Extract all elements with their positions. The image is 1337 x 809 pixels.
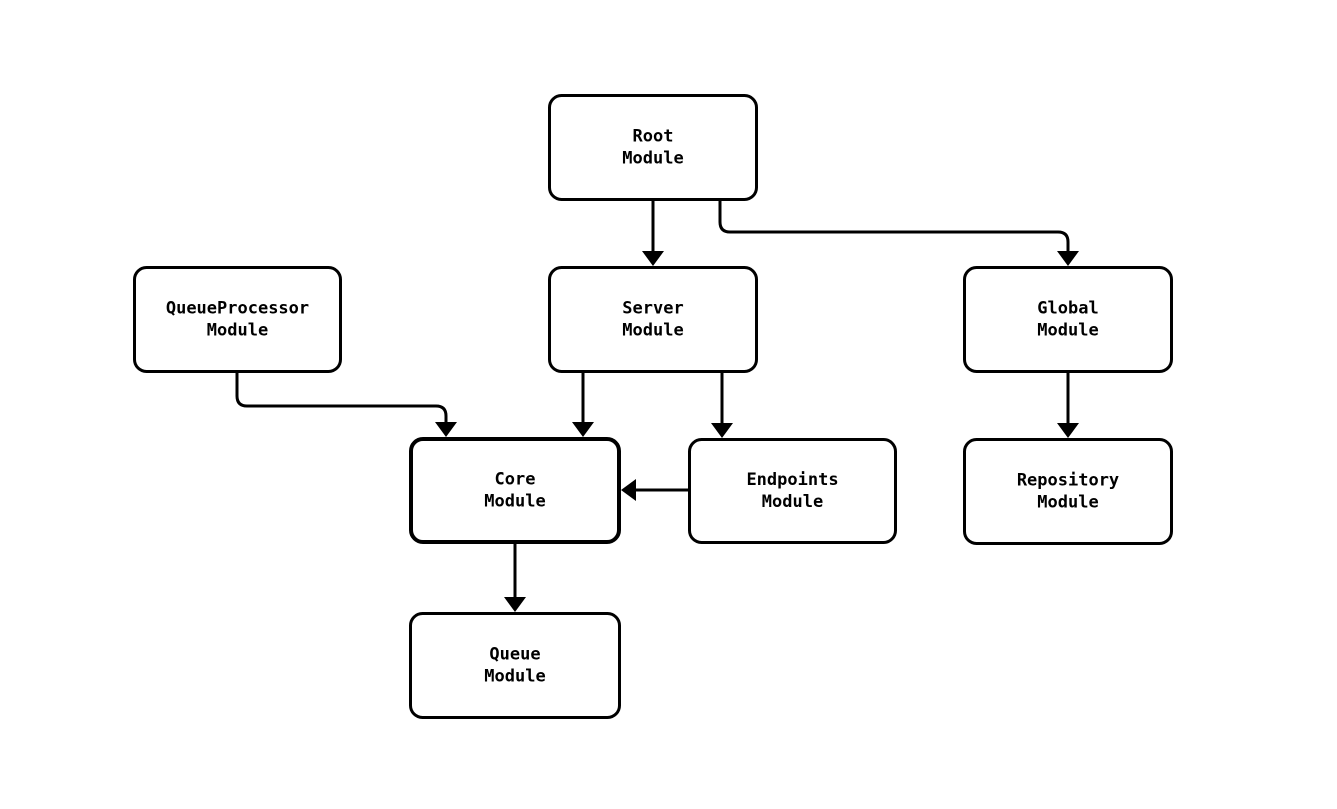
node-label-line1: Core: [495, 470, 536, 490]
node-box[interactable]: [548, 266, 758, 373]
arrowhead-icon: [1057, 423, 1079, 438]
edge-server-to-endpoints: [711, 373, 733, 438]
node-label-line2: Module: [622, 149, 683, 169]
node-label-line1: Repository: [1017, 471, 1119, 491]
edge-line: [235, 373, 448, 423]
node-label-line1: Root: [633, 127, 674, 147]
edge-core-to-queue: [504, 544, 526, 612]
arrowhead-icon: [642, 251, 664, 266]
arrowhead-icon: [435, 422, 457, 437]
node-label-line2: Module: [207, 321, 268, 341]
arrowhead-icon: [1057, 251, 1079, 266]
node-label-line1: Queue: [489, 645, 540, 665]
node-label-line2: Module: [1037, 493, 1098, 513]
edge-endpoints-to-core: [621, 479, 688, 501]
node-box[interactable]: [409, 612, 621, 719]
node-label-line2: Module: [622, 321, 683, 341]
node-label-line2: Module: [1037, 321, 1098, 341]
node-label-line1: Server: [622, 299, 683, 319]
node-label-line2: Module: [484, 492, 545, 512]
arrowhead-icon: [572, 422, 594, 437]
arrowhead-icon: [621, 479, 636, 501]
node-box[interactable]: [548, 94, 758, 201]
node-label-line1: QueueProcessor: [166, 299, 309, 319]
node-label-line1: Endpoints: [746, 470, 838, 490]
node-label-line2: Module: [762, 492, 823, 512]
edges-layer: [235, 201, 1079, 612]
edge-global-to-repository: [1057, 373, 1079, 438]
node-box[interactable]: [963, 266, 1173, 373]
arrowhead-icon: [504, 597, 526, 612]
edge-line: [718, 201, 1070, 252]
node-box[interactable]: [688, 438, 897, 544]
edge-queueprocessor-to-core: [235, 373, 457, 437]
node-box[interactable]: [963, 438, 1173, 545]
node-label-line1: Global: [1037, 299, 1098, 319]
nodes-layer: RootModuleQueueProcessorModuleServerModu…: [133, 94, 1173, 719]
node-box[interactable]: [133, 266, 342, 373]
edge-root-to-global: [718, 201, 1079, 266]
node-box[interactable]: [409, 437, 621, 544]
edge-root-to-server: [642, 201, 664, 266]
arrowhead-icon: [711, 423, 733, 438]
node-label-line2: Module: [484, 667, 545, 687]
edge-server-to-core: [572, 373, 594, 437]
